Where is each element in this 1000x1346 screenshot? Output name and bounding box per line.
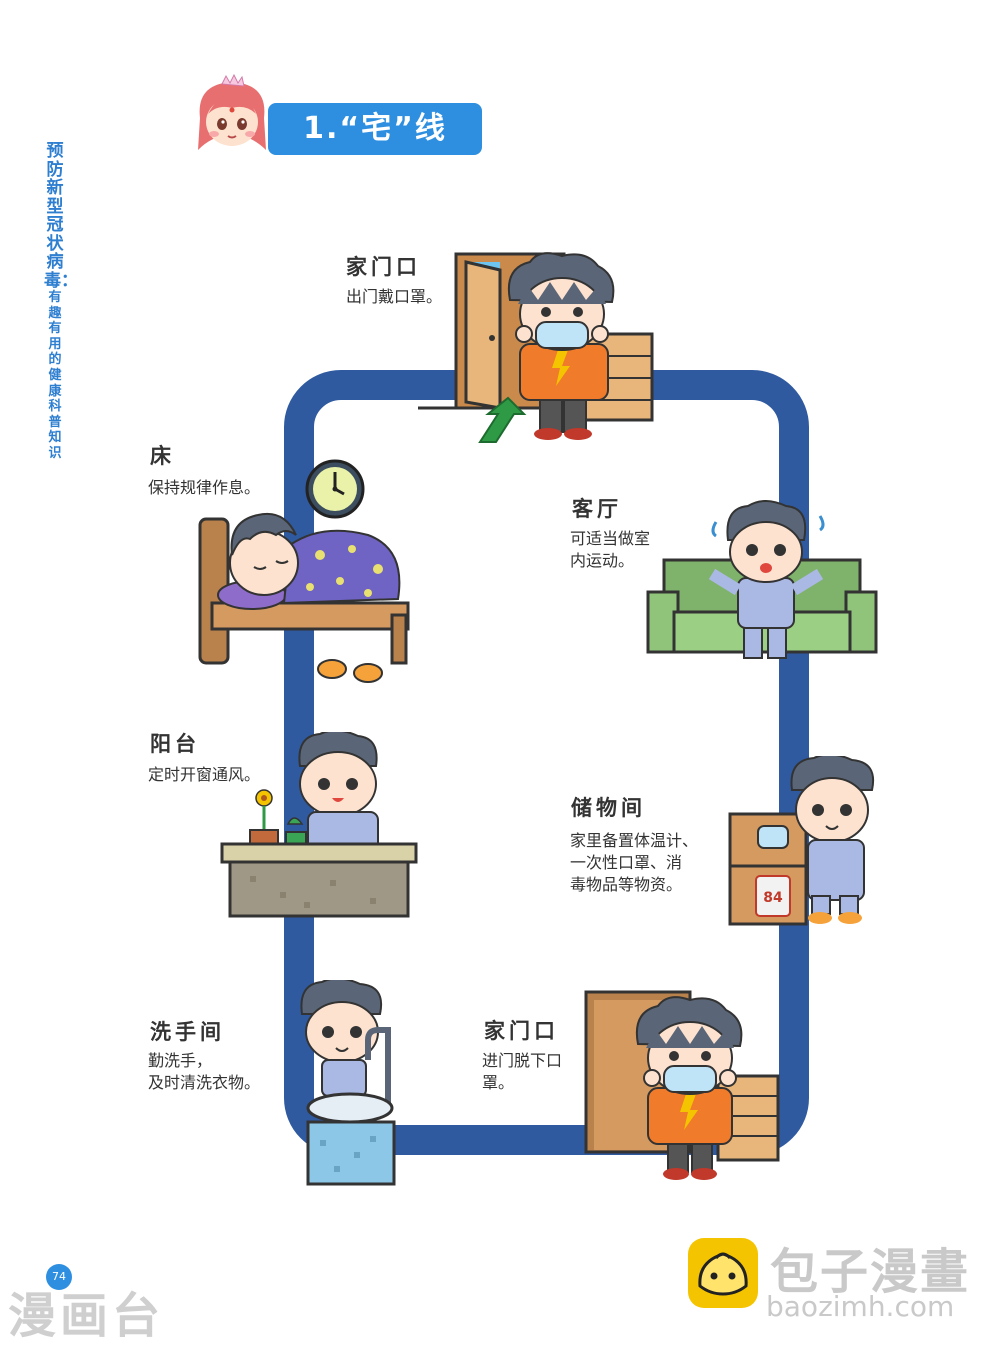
disinfectant-label: 84 (763, 890, 783, 906)
station-door-in-name: 家门口 (484, 1019, 559, 1043)
station-living-desc-2: 内运动。 (570, 551, 635, 570)
station-living-name: 客厅 (572, 497, 622, 521)
station-storage-name: 储物间 (571, 796, 646, 820)
section-title: 1.“宅”线 (268, 103, 482, 155)
door-out-illustration (418, 252, 654, 443)
station-door-in-desc-2: 罩。 (482, 1073, 515, 1092)
mascot-girl-icon (198, 74, 266, 150)
station-door-in-desc-1: 进门脱下口 (482, 1051, 563, 1070)
baozi-logo-icon (688, 1238, 758, 1308)
station-washroom-desc-1: 勤洗手， (148, 1051, 213, 1070)
station-door-out-desc: 出门戴口罩。 (346, 287, 443, 306)
station-living-desc-1: 可适当做室 (570, 529, 651, 548)
storage-illustration: 84 (728, 756, 874, 926)
clock-icon (305, 459, 365, 519)
watermark-right-cn: 包子漫畫 (770, 1244, 971, 1300)
station-storage-desc-3: 毒物品等物资。 (570, 875, 683, 894)
station-balcony-name: 阳台 (150, 732, 200, 756)
station-washroom-desc-2: 及时清洗衣物。 (148, 1073, 261, 1092)
page-number: 74 (46, 1264, 72, 1290)
station-bed-name: 床 (150, 444, 175, 468)
balcony-illustration (220, 732, 418, 918)
living-room-illustration (646, 500, 878, 659)
watermark-left: 漫画台 (8, 1288, 165, 1344)
station-storage-desc-1: 家里备置体温计、 (570, 831, 699, 850)
bed-illustration (198, 513, 410, 683)
station-balcony-desc: 定时开窗通风。 (148, 765, 261, 784)
station-storage-desc-2: 一次性口罩、消 (570, 853, 683, 872)
station-bed-desc: 保持规律作息。 (148, 478, 261, 497)
station-door-out-name: 家门口 (346, 255, 421, 279)
book-subtitle: 有趣有用的健康科普知识 (48, 290, 62, 461)
station-washroom-name: 洗手间 (150, 1020, 225, 1044)
door-in-illustration (584, 990, 780, 1180)
washroom-illustration (300, 980, 396, 1186)
watermark-right-url: baozimh.com (766, 1290, 955, 1323)
